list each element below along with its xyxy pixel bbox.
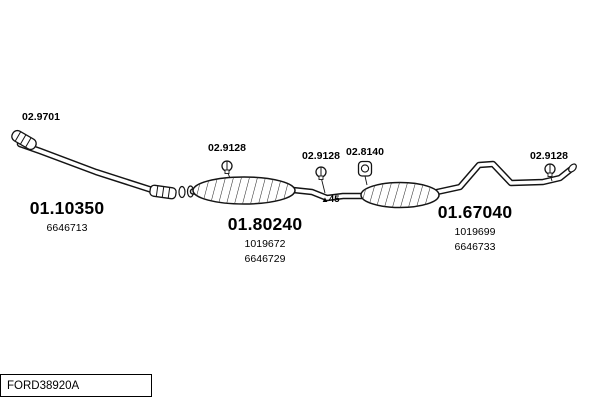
diagram-code: FORD38920A xyxy=(7,379,80,392)
flange-ring xyxy=(178,185,186,199)
rear-muffler-part-block: 01.67040 1019699 6646733 xyxy=(422,202,528,253)
tailpipe-tip xyxy=(568,163,577,173)
center-muffler xyxy=(192,176,296,205)
clamp-rear-label: 02.9128 xyxy=(530,150,568,162)
rear-muffler xyxy=(360,181,440,209)
center-muffler-ref2: 6646729 xyxy=(244,253,286,265)
rear-muffler-ref1: 1019699 xyxy=(454,226,496,238)
diagram-code-box: FORD38920A xyxy=(0,374,152,397)
front-gasket-icon xyxy=(11,129,37,151)
angle-value: 45 xyxy=(328,194,340,205)
hanger-icon xyxy=(357,160,373,186)
center-muffler-ref1: 1019672 xyxy=(244,238,286,250)
clamp-front-label: 02.9128 xyxy=(208,142,246,154)
rear-muffler-part-number: 01.67040 xyxy=(437,202,513,222)
clamp-front-icon xyxy=(221,160,233,179)
clamp-mid-icon xyxy=(315,166,327,194)
triangle-icon: ▲ xyxy=(321,195,329,204)
flex-coupling-icon xyxy=(149,184,195,200)
rear-muffler-ref2: 6646733 xyxy=(454,241,496,253)
center-muffler-part-block: 01.80240 1019672 6646729 xyxy=(212,214,318,265)
front-pipe-part-number: 01.10350 xyxy=(29,198,105,218)
tail-pipe xyxy=(433,160,577,196)
front-pipe xyxy=(16,140,156,194)
clamp-rear-icon xyxy=(544,163,556,182)
front-pipe-part-block: 01.10350 6646713 xyxy=(14,198,120,234)
front-gasket-label: 02.9701 xyxy=(22,111,60,123)
hanger-label: 02.8140 xyxy=(346,146,384,158)
front-pipe-ref: 6646713 xyxy=(46,222,88,234)
center-muffler-part-number: 01.80240 xyxy=(227,214,303,234)
clamp-mid-label: 02.9128 xyxy=(302,150,340,162)
mid-pipe xyxy=(289,186,370,202)
angle-marker: ▲45 xyxy=(321,194,340,205)
